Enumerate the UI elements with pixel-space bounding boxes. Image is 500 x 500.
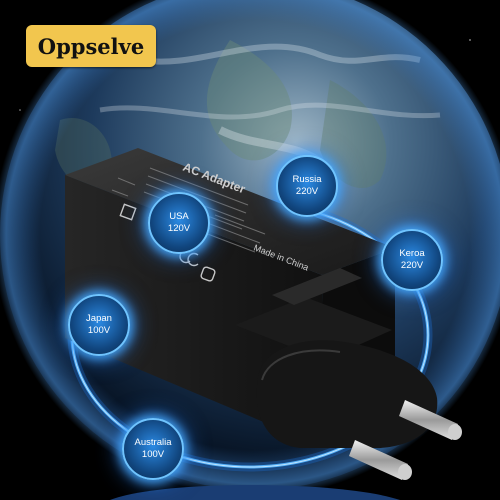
eu-plug (256, 340, 462, 480)
brand-badge: Oppselve (26, 25, 156, 67)
region-badge-keroa: Keroa 220V (381, 229, 443, 291)
plug-pin-upper (399, 400, 462, 440)
region-voltage: 100V (87, 325, 111, 336)
region-name: Russia (292, 174, 322, 185)
region-badge-usa: USA 120V (148, 192, 210, 254)
region-badge-japan: Japan 100V (68, 294, 130, 356)
earth-limb (110, 485, 400, 500)
brand-name: Oppselve (37, 33, 145, 59)
region-badge-russia: Russia 220V (276, 155, 338, 217)
plug-pin-lower (349, 440, 412, 480)
ac-adapter: Made in China AC Adapter (65, 148, 462, 480)
region-badge-australia: Australia 100V (122, 418, 184, 480)
region-voltage: 220V (295, 186, 319, 197)
region-name: Japan (86, 313, 112, 324)
region-name: Keroa (399, 248, 425, 259)
region-voltage: 120V (167, 223, 191, 234)
region-voltage: 100V (141, 449, 165, 460)
region-name: Australia (134, 437, 172, 448)
region-name: USA (169, 211, 189, 222)
region-voltage: 220V (400, 260, 424, 271)
